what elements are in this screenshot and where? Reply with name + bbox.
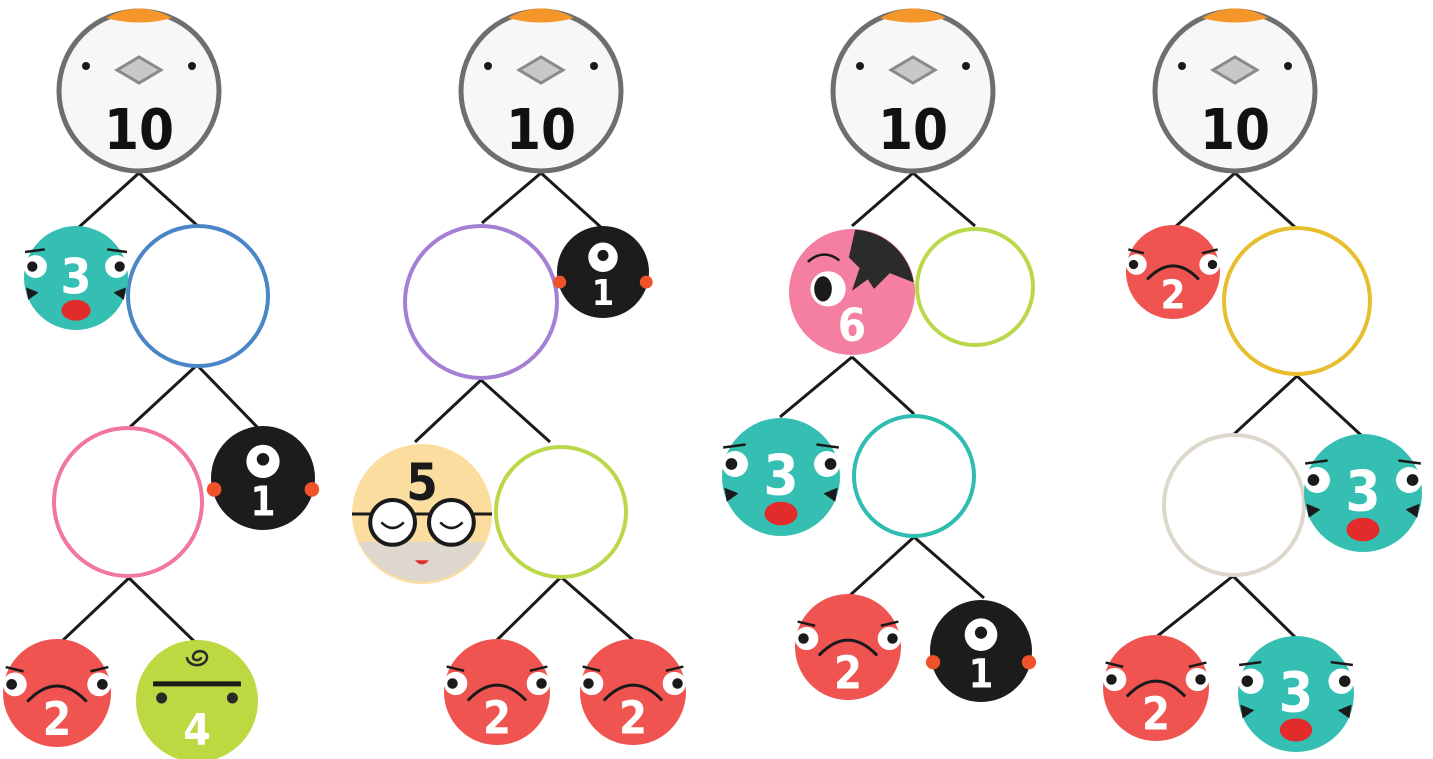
- teal-cat-creature[interactable]: 3: [24, 226, 128, 330]
- creature-value: 1: [969, 652, 994, 698]
- red-frown-creature[interactable]: 2: [580, 639, 686, 745]
- eye-icon: [188, 62, 196, 70]
- creature-value: 2: [1161, 273, 1186, 319]
- eye-icon: [856, 62, 864, 70]
- teal-cat-creature[interactable]: 3: [722, 418, 840, 536]
- red-frown-creature[interactable]: 2: [3, 639, 111, 747]
- creature-value: 3: [61, 248, 92, 306]
- root-bird: 10: [833, 9, 993, 172]
- eye-icon: [1284, 62, 1292, 70]
- creature-value: 3: [1345, 460, 1380, 525]
- creature-value: 2: [834, 646, 862, 699]
- answer-slot[interactable]: [496, 447, 626, 577]
- eye-icon: [484, 62, 492, 70]
- root-bird: 10: [59, 9, 219, 172]
- teal-cat-creature[interactable]: 3: [1238, 636, 1354, 752]
- creature-value: 3: [763, 444, 798, 509]
- black-cyclops-creature[interactable]: 1: [207, 426, 319, 530]
- pink-split-creature[interactable]: 6: [789, 229, 915, 355]
- answer-slot[interactable]: [854, 416, 974, 536]
- eye-icon: [962, 62, 970, 70]
- eye-icon: [82, 62, 90, 70]
- root-value: 10: [506, 98, 576, 163]
- answer-slot[interactable]: [917, 229, 1033, 345]
- answer-slot[interactable]: [128, 226, 268, 366]
- creature-value: 1: [250, 477, 275, 525]
- creature-value: 6: [838, 299, 866, 352]
- eye-icon: [590, 62, 598, 70]
- teal-cat-creature[interactable]: 3: [1304, 434, 1422, 552]
- red-frown-creature[interactable]: 2: [1103, 635, 1209, 741]
- creature-value: 1: [592, 273, 614, 314]
- root-value: 10: [104, 98, 174, 163]
- answer-slot[interactable]: [1164, 435, 1304, 575]
- creature-value: 5: [406, 453, 438, 512]
- eye-icon: [1178, 62, 1186, 70]
- creature-value: 3: [1279, 660, 1314, 724]
- answer-slot[interactable]: [405, 226, 557, 378]
- black-cyclops-creature[interactable]: 1: [553, 226, 652, 318]
- root-value: 10: [878, 98, 948, 163]
- creature-value: 4: [183, 705, 210, 756]
- black-cyclops-creature[interactable]: 1: [926, 600, 1036, 702]
- red-frown-creature[interactable]: 2: [795, 594, 901, 700]
- creature-value: 2: [619, 691, 647, 744]
- green-spiral-creature[interactable]: 4: [136, 640, 258, 759]
- sleepy-glasses-creature[interactable]: 5: [352, 444, 492, 584]
- root-value: 10: [1200, 98, 1270, 163]
- answer-slot[interactable]: [1224, 228, 1370, 374]
- creature-value: 2: [43, 692, 72, 746]
- red-frown-creature[interactable]: 2: [444, 639, 550, 745]
- red-frown-creature[interactable]: 2: [1126, 225, 1220, 319]
- creature-value: 2: [1142, 687, 1170, 740]
- root-bird: 10: [461, 9, 621, 172]
- creature-value: 2: [483, 691, 511, 744]
- answer-slot[interactable]: [54, 428, 202, 576]
- root-bird: 10: [1155, 9, 1315, 172]
